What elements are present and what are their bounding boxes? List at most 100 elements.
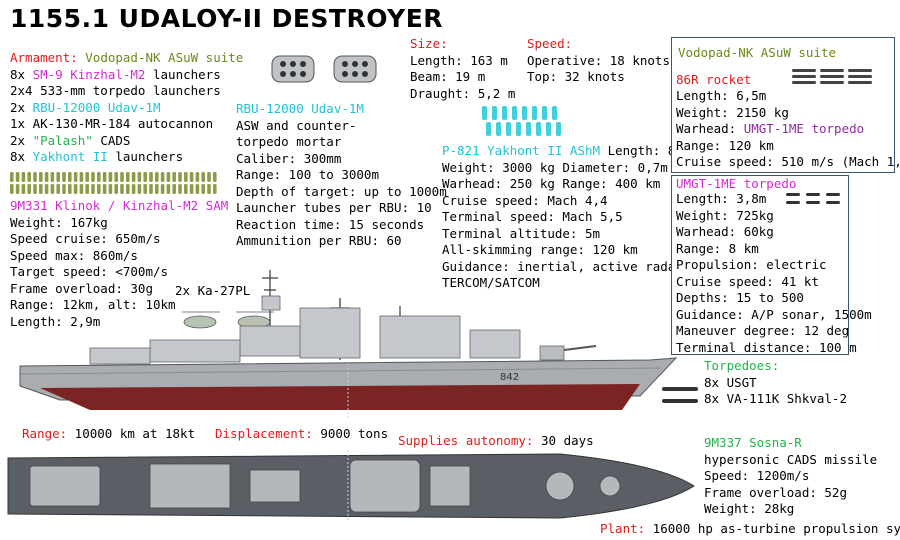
yakhont-specs-line: Terminal speed: Mach 5,5 bbox=[442, 209, 623, 224]
range-line: Range: 10000 km at 18kt bbox=[22, 426, 196, 441]
umgt-specs-line: Cruise speed: 41 kt bbox=[676, 273, 819, 289]
umgt-specs-line: Guidance: A/P sonar, 1500m bbox=[676, 306, 872, 322]
torp-items-line: 8x USGT bbox=[704, 374, 757, 390]
vodopad-title: Vodopad-NK ASuW suite bbox=[678, 45, 837, 60]
yakhont-specs-line: Weight: 3000 kg Diameter: 0,7m bbox=[442, 159, 668, 175]
rbu-block: RBU-12000 Udav-1M ASW and counter-torped… bbox=[236, 101, 447, 250]
torpedo-pair-icon bbox=[662, 387, 698, 403]
yakhont-missile-icon bbox=[482, 106, 561, 136]
displacement-line: Displacement: 9000 tons bbox=[215, 426, 389, 441]
yakhont-specs-line: Warhead: 250 kg Range: 400 km bbox=[442, 176, 661, 191]
yakhont-specs-line: Terminal altitude: 5m bbox=[442, 225, 601, 241]
armament-item: 2x "Palash" CADS bbox=[10, 132, 131, 148]
yakhont-specs-line: All-skimming range: 120 km bbox=[442, 242, 638, 257]
armament-item: 8x Yakhont II launchers bbox=[10, 149, 184, 164]
sam-name: 9M331 Klinok / Kinzhal-M2 SAM bbox=[10, 198, 229, 213]
sosna-name: 9M337 Sosna-R bbox=[704, 435, 802, 450]
sam-specs-line: Weight: 167kg bbox=[10, 214, 108, 230]
size-specs-line: Beam: 19 m bbox=[410, 69, 486, 84]
size-specs-line: Length: 163 m bbox=[410, 52, 508, 68]
rbu-specs-line: Depth of target: up to 1000m bbox=[236, 183, 447, 199]
speed-label: Speed: bbox=[527, 36, 573, 51]
armament-item: 8x SM-9 Kinzhal-M2 launchers bbox=[10, 66, 221, 82]
rbu-specs-line: Caliber: 300mm bbox=[236, 150, 342, 166]
rbu-specs-line: torpedo mortar bbox=[236, 134, 342, 149]
vodopad-specs2-line: Range: 120 km bbox=[676, 137, 774, 153]
umgt-specs-line: Maneuver degree: 12 deg bbox=[676, 323, 850, 338]
armament-item: 1x AK-130-MR-184 autocannon bbox=[10, 116, 214, 131]
supplies-line: Supplies autonomy: 30 days bbox=[398, 433, 594, 448]
rbu-name: RBU-12000 Udav-1M bbox=[236, 101, 364, 116]
helicopter-label: 2x Ka-27PL bbox=[175, 283, 251, 298]
rbu-specs-line: Range: 100 to 3000m bbox=[236, 167, 379, 182]
armament-item: 2x4 533-mm torpedo launchers bbox=[10, 83, 221, 98]
plant-line: Plant: 16000 hp as-turbine propulsion sy… bbox=[600, 521, 900, 536]
sam-specs-line: Speed max: 860m/s bbox=[10, 247, 138, 263]
sosna-specs-line: Frame overload: 52g bbox=[704, 484, 847, 500]
ship-side-view: 842 bbox=[19, 270, 678, 418]
vodopad-warhead: Warhead: UMGT-1ME torpedo bbox=[676, 121, 865, 136]
armament-item: 2x RBU-12000 Udav-1M bbox=[10, 99, 161, 115]
umgt-specs-line: Range: 8 km bbox=[676, 240, 759, 256]
speed-specs-line: Operative: 18 knots bbox=[527, 52, 670, 68]
sam-specs-line: Length: 2,9m bbox=[10, 313, 101, 329]
vodopad-rocket: 86R rocket bbox=[676, 72, 752, 87]
ship-top-view bbox=[7, 450, 695, 522]
sam-specs-line: Range: 12km, alt: 10km bbox=[10, 297, 176, 312]
vodopad-specs2-line: Cruise speed: 510 m/s (Mach 1,5) bbox=[676, 154, 900, 169]
rbu-specs-line: ASW and counter- bbox=[236, 117, 357, 133]
size-label: Size: bbox=[410, 36, 448, 51]
umgt-name: UMGT-1ME torpedo bbox=[676, 176, 797, 191]
armament-block: Armament: Vodopad-NK ASuW suite 8x SM-9 … bbox=[10, 50, 243, 166]
sosna-specs-line: Speed: 1200m/s bbox=[704, 468, 810, 483]
sam-block: 9M331 Klinok / Kinzhal-M2 SAM Weight: 16… bbox=[10, 198, 228, 330]
rocket-icon bbox=[792, 69, 872, 84]
umgt-specs-line: Weight: 725kg bbox=[676, 207, 774, 223]
umgt-specs-line: Propulsion: electric bbox=[676, 257, 827, 272]
sosna-specs-line: Weight: 28kg bbox=[704, 501, 795, 516]
umgt-specs-line: Depths: 15 to 500 bbox=[676, 290, 804, 305]
rbu-launcher-icon bbox=[271, 55, 377, 83]
umgt-specs-line: Warhead: 60kg bbox=[676, 224, 774, 239]
yakhont-header: P-821 Yakhont II AShM Length: 8m bbox=[442, 143, 683, 158]
umgt-specs-line: Terminal distance: 100 m bbox=[676, 339, 857, 355]
rbu-specs-line: Reaction time: 15 seconds bbox=[236, 216, 425, 232]
torp-items-line: 8x VA-111K Shkval-2 bbox=[704, 391, 847, 406]
yakhont-block: P-821 Yakhont II AShM Length: 8m Weight:… bbox=[442, 143, 690, 292]
umgt-specs-line: Length: 3,8m bbox=[676, 191, 767, 206]
rbu-specs-line: Launcher tubes per RBU: 10 bbox=[236, 200, 432, 215]
sosna-specs-line: hypersonic CADS missile bbox=[704, 451, 878, 467]
yakhont-specs-line: TERCOM/SATCOM bbox=[442, 275, 540, 290]
yakhont-specs-line: Cruise speed: Mach 4,4 bbox=[442, 192, 608, 208]
armament-header: Armament: Vodopad-NK ASuW suite bbox=[10, 50, 244, 65]
torpedo-icon bbox=[786, 193, 840, 204]
page-title: 1155.1 UDALOY-II DESTROYER bbox=[10, 4, 444, 33]
torpedoes-label: Torpedoes: bbox=[704, 358, 780, 373]
vodopad-specs-line: Weight: 2150 kg bbox=[676, 104, 789, 120]
hull-number: 842 bbox=[500, 372, 519, 383]
sam-specs-line: Speed cruise: 650m/s bbox=[10, 231, 161, 246]
yakhont-specs-line: Guidance: inertial, active radar, bbox=[442, 258, 691, 274]
sam-specs-line: Frame overload: 30g bbox=[10, 280, 153, 296]
rbu-specs-line: Ammunition per RBU: 60 bbox=[236, 233, 402, 248]
speed-specs-line: Top: 32 knots bbox=[527, 69, 625, 84]
vodopad-specs-line: Length: 6,5m bbox=[676, 88, 767, 103]
missile-rack-icon bbox=[10, 172, 217, 194]
vodopad-box: Vodopad-NK ASuW suite 86R rocket Length:… bbox=[671, 37, 900, 173]
size-specs-line: Draught: 5,2 m bbox=[410, 85, 516, 101]
sam-specs-line: Target speed: <700m/s bbox=[10, 264, 169, 279]
